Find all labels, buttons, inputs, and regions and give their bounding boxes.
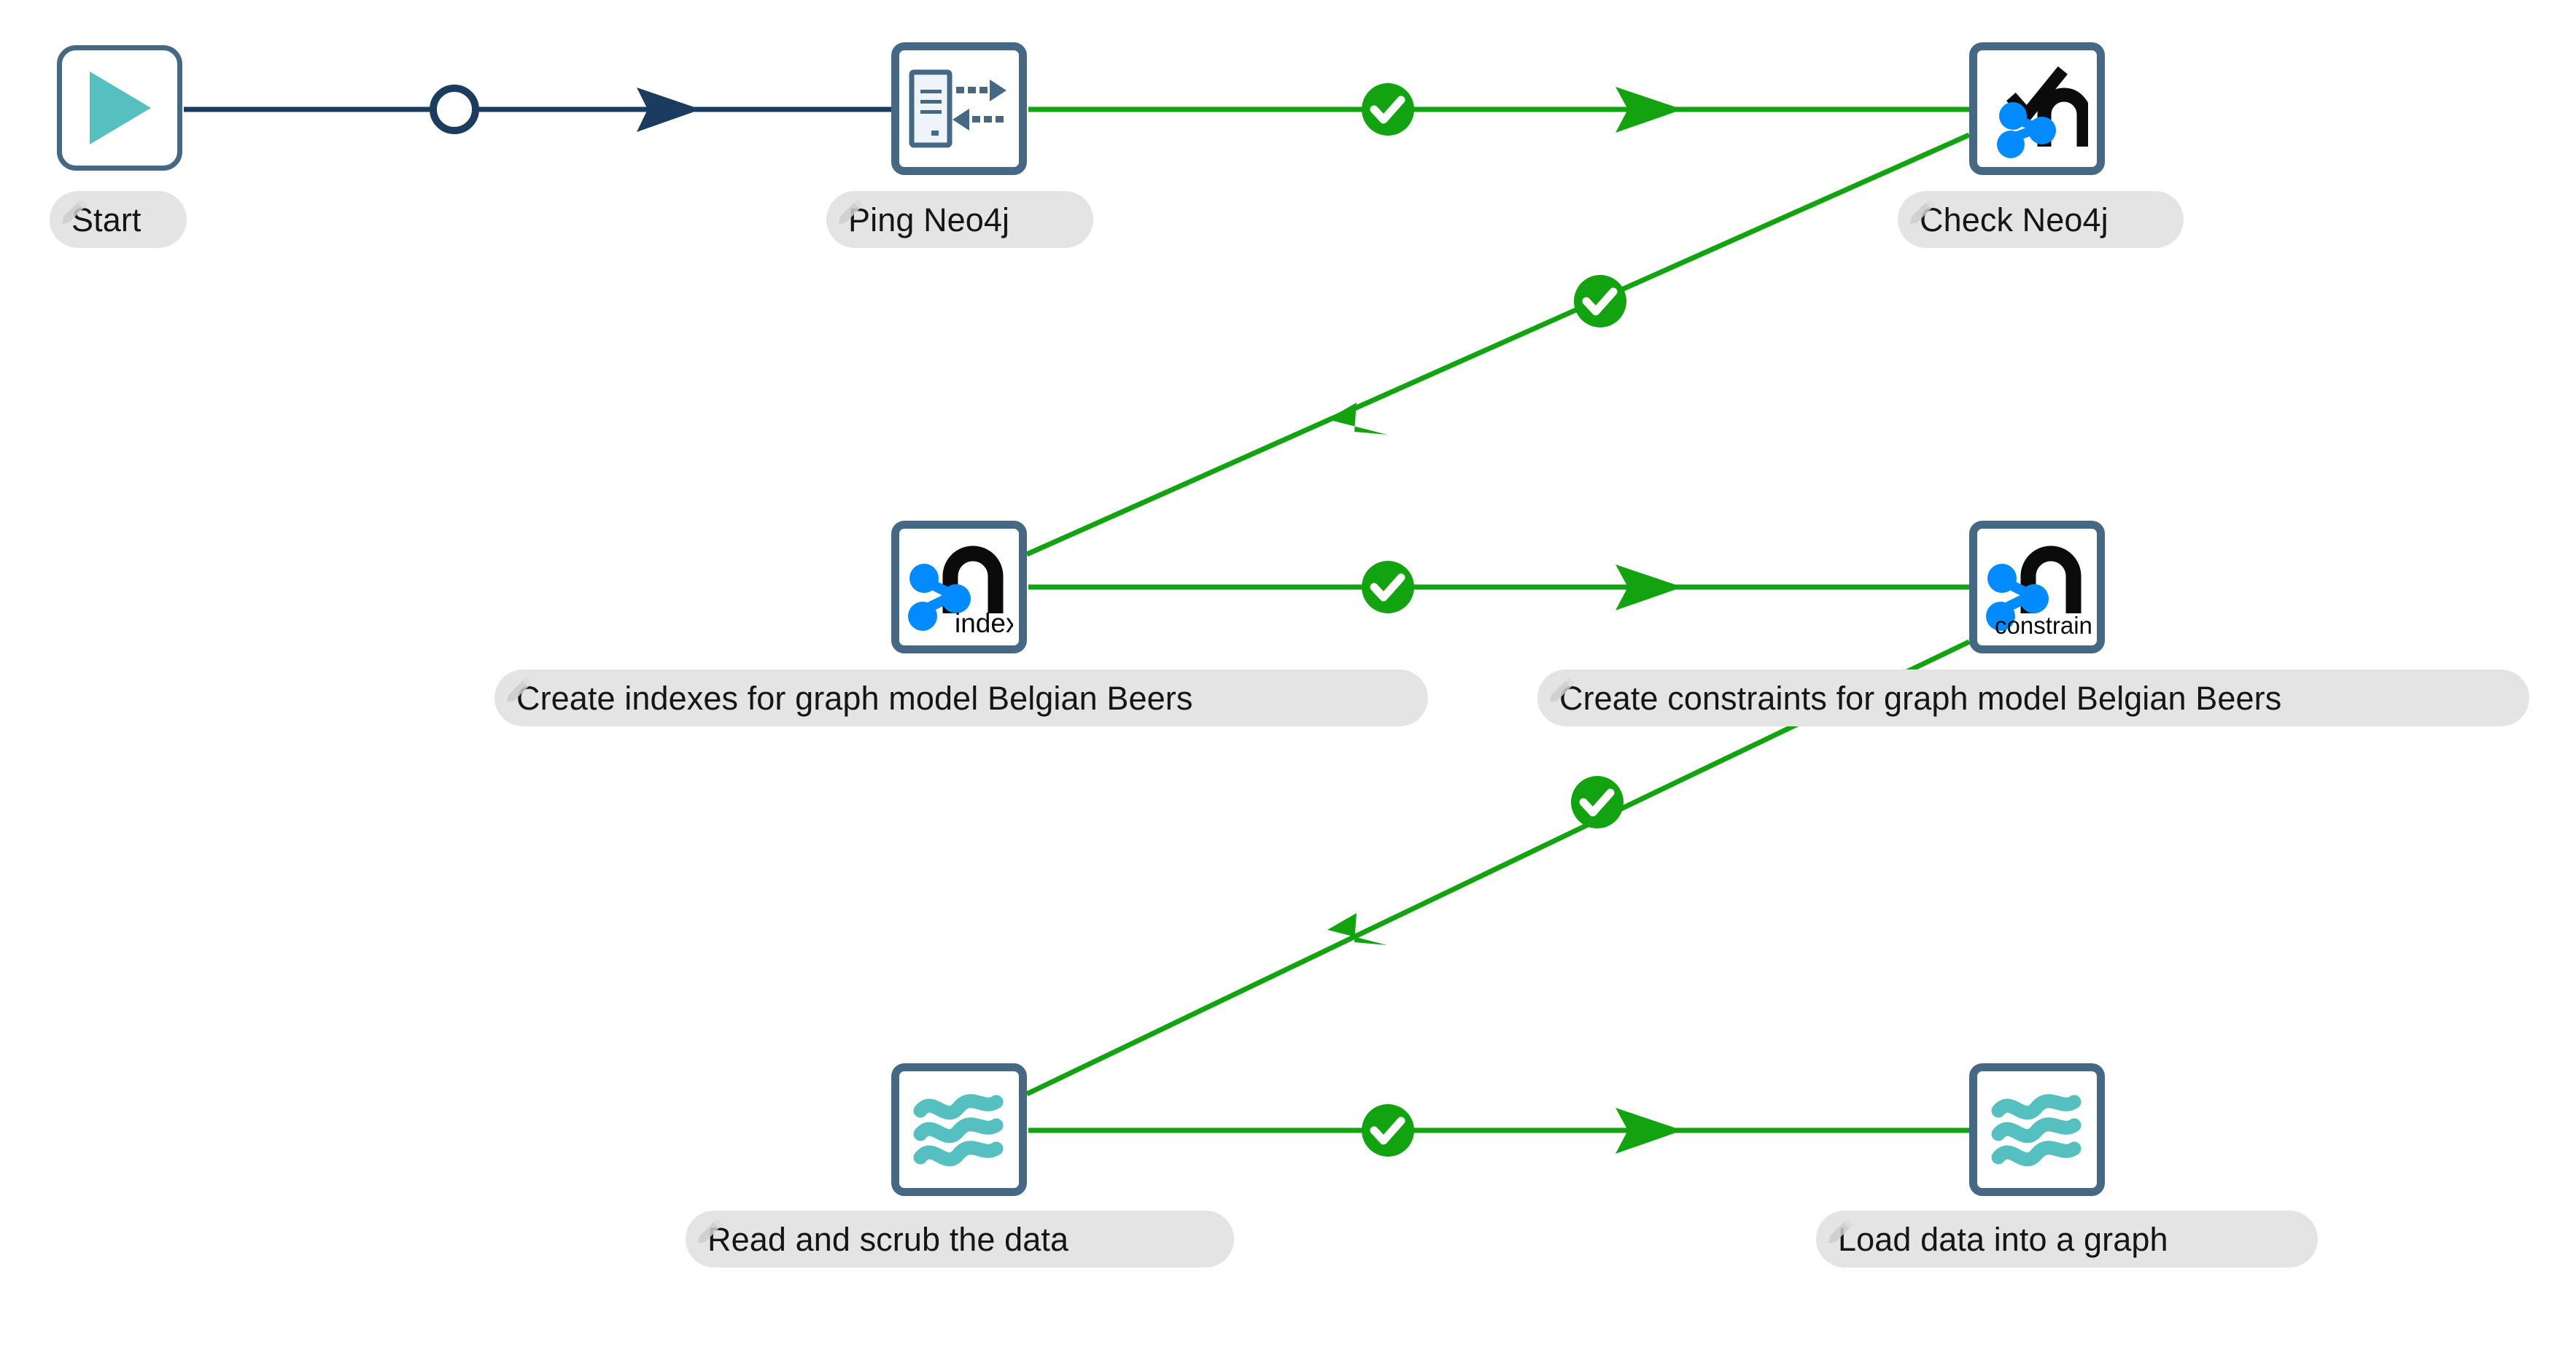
server-ping-icon (908, 68, 1010, 150)
node-start[interactable] (57, 45, 182, 171)
edge-ping-to-check[interactable] (1028, 87, 1969, 133)
label-text: Load data into a graph (1838, 1220, 2168, 1258)
label-text: Create indexes for graph model Belgian B… (516, 679, 1193, 717)
node-ping-neo4j[interactable] (891, 42, 1027, 175)
label-text: Read and scrub the data (707, 1220, 1069, 1258)
arrowhead-green-diagonal (1327, 403, 1387, 435)
arrowhead-green (1615, 87, 1683, 133)
arrowhead-green (1615, 1108, 1683, 1154)
arrowhead-green-diagonal (1327, 913, 1387, 945)
hop-circle-marker[interactable] (430, 85, 479, 134)
edge-check-to-indexes[interactable] (1025, 132, 1971, 557)
pipeline-waves-icon (1991, 1089, 2083, 1170)
label-text: Check Neo4j (1920, 201, 2108, 238)
hop-check-constraints-to-read[interactable] (1571, 776, 1623, 828)
play-icon (84, 67, 155, 149)
icon-caption-constraint: constraint (1995, 612, 2091, 638)
label-text: Start (71, 201, 141, 238)
node-label-ping-neo4j[interactable]: Ping Neo4j (826, 191, 1093, 248)
neo4j-constraint-icon: constraint (1983, 536, 2091, 638)
node-label-read-scrub[interactable]: Read and scrub the data (686, 1211, 1234, 1267)
edge-read-to-load[interactable] (1028, 1108, 1969, 1154)
label-text: Ping Neo4j (848, 201, 1010, 238)
edge-start-to-ping[interactable] (184, 85, 891, 134)
node-label-load-graph[interactable]: Load data into a graph (1816, 1211, 2318, 1267)
node-label-start[interactable]: Start (50, 191, 187, 248)
node-read-scrub[interactable] (891, 1063, 1027, 1196)
hop-check-indexes-to-constraints[interactable] (1362, 561, 1414, 613)
arrowhead-navy (637, 88, 701, 132)
node-create-constraints[interactable]: constraint (1969, 521, 2105, 653)
node-create-indexes[interactable]: index (891, 521, 1027, 653)
pipeline-waves-icon (913, 1089, 1005, 1170)
node-label-check-neo4j[interactable]: Check Neo4j (1898, 191, 2184, 248)
node-check-neo4j[interactable] (1969, 42, 2105, 175)
arrowhead-green (1615, 564, 1683, 610)
hop-check-ping-to-check[interactable] (1362, 83, 1414, 136)
node-label-create-indexes[interactable]: Create indexes for graph model Belgian B… (494, 669, 1428, 726)
hop-check-check-to-indexes[interactable] (1574, 275, 1626, 327)
hop-check-read-to-load[interactable] (1362, 1104, 1414, 1157)
node-load-graph[interactable] (1969, 1063, 2105, 1196)
edge-indexes-to-constraints[interactable] (1028, 564, 1969, 610)
neo4j-check-icon (1986, 59, 2088, 158)
label-text: Create constraints for graph model Belgi… (1559, 679, 2282, 717)
node-label-create-constraints[interactable]: Create constraints for graph model Belgi… (1537, 669, 2529, 726)
icon-caption-index: index (955, 608, 1013, 638)
neo4j-index-icon: index (905, 536, 1013, 638)
